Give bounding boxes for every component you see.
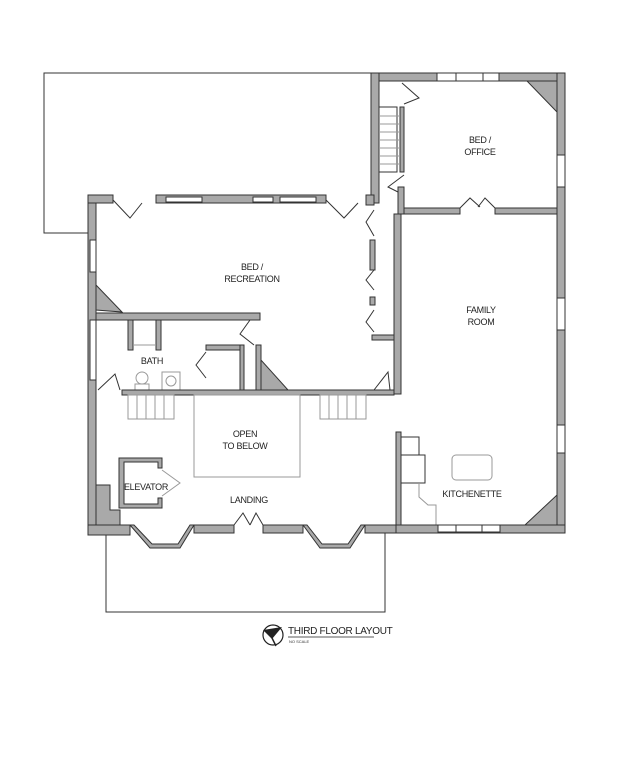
roof-outline: [43, 72, 372, 234]
plan-subtitle: NO SCALE: [289, 639, 310, 644]
svg-text:TO BELOW: TO BELOW: [223, 441, 269, 451]
bed-recreation-walls: [87, 194, 402, 536]
bath-label: BATH: [141, 356, 163, 366]
landing-walls: [87, 511, 397, 549]
bed-office-walls: [370, 72, 566, 534]
kitchenette-label: KITCHENETTE: [442, 489, 502, 499]
open-to-below-area: [193, 394, 301, 478]
family-room-label: FAMILY ROOM: [466, 305, 496, 327]
svg-text:ROOM: ROOM: [468, 317, 495, 327]
plan-title: THIRD FLOOR LAYOUT: [288, 626, 393, 637]
landing-label: LANDING: [230, 495, 268, 505]
elevator-shaft: [95, 390, 181, 531]
elevator-label: ELEVATOR: [124, 482, 169, 492]
svg-text:FAMILY: FAMILY: [466, 305, 496, 315]
open-to-below-label: OPEN TO BELOW: [223, 429, 269, 451]
porch-outline: [105, 533, 386, 613]
svg-text:RECREATION: RECREATION: [224, 274, 279, 284]
svg-text:OFFICE: OFFICE: [464, 147, 495, 157]
svg-text:OPEN: OPEN: [233, 429, 257, 439]
north-arrow-icon: [262, 624, 284, 646]
family-room-walls: [395, 431, 566, 534]
bed-office-label: BED / OFFICE: [464, 135, 496, 157]
stairs: [127, 394, 367, 420]
title-block: THIRD FLOOR LAYOUT NO SCALE: [262, 624, 393, 647]
bed-recreation-label: BED / RECREATION: [224, 262, 280, 284]
svg-text:BED /: BED /: [241, 262, 264, 272]
svg-text:BED /: BED /: [469, 135, 492, 145]
